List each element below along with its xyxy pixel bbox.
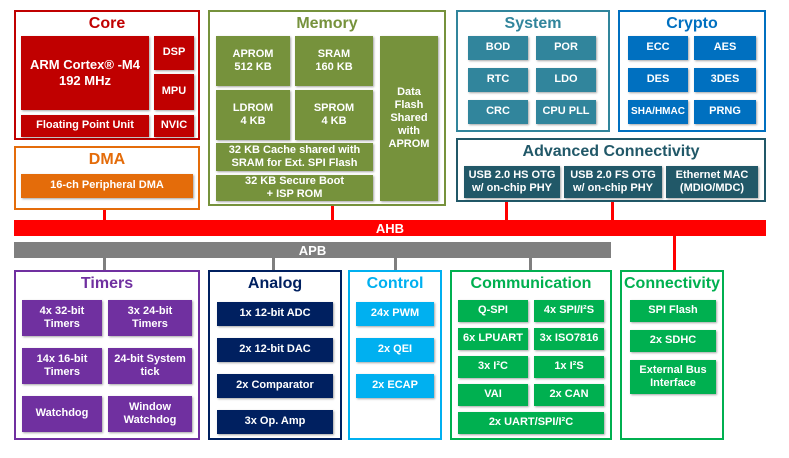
ecc-block: ECC xyxy=(628,36,688,60)
core-title: Core xyxy=(88,15,126,32)
sha-hmac-block: SHA/HMAC xyxy=(628,100,688,124)
system-panel: System BOD POR RTC LDO CRC CPU PLL xyxy=(456,10,610,132)
iso7816-block: 3x ISO7816 xyxy=(534,328,604,350)
communication-panel: Communication Q-SPI 4x SPI/I²S 6x LPUART… xyxy=(450,270,612,440)
apb-bus: APB xyxy=(14,242,611,258)
data-flash-block: Data Flash Shared with APROM xyxy=(380,36,438,201)
sram-block: SRAM 160 KB xyxy=(295,36,373,86)
prng-block: PRNG xyxy=(694,100,756,124)
opamp-block: 3x Op. Amp xyxy=(217,410,333,434)
dma-title: DMA xyxy=(88,151,126,168)
advanced-connectivity-title: Advanced Connectivity xyxy=(522,143,700,160)
i2s-block: 1x I²S xyxy=(534,356,604,378)
analog-apb-link xyxy=(272,256,275,270)
dsp-block: DSP xyxy=(154,36,194,70)
memory-title: Memory xyxy=(296,15,358,32)
rtc-block: RTC xyxy=(468,68,528,92)
external-bus-block: External Bus Interface xyxy=(630,360,716,394)
timer-16bit-block: 14x 16-bit Timers xyxy=(22,348,102,384)
mpu-block: MPU xyxy=(154,74,194,110)
dac-block: 2x 12-bit DAC xyxy=(217,338,333,362)
uart-spi-i2c-block: 2x UART/SPI/I²C xyxy=(458,412,604,434)
can-block: 2x CAN xyxy=(534,384,604,406)
qspi-block: Q-SPI xyxy=(458,300,528,322)
cache-block: 32 KB Cache shared with SRAM for Ext. SP… xyxy=(216,143,373,171)
connectivity-ahb-link xyxy=(673,234,676,270)
nvic-block: NVIC xyxy=(154,115,194,137)
control-panel: Control 24x PWM 2x QEI 2x ECAP xyxy=(348,270,442,440)
pwm-block: 24x PWM xyxy=(356,302,434,326)
ecap-block: 2x ECAP xyxy=(356,374,434,398)
timers-panel: Timers 4x 32-bit Timers 3x 24-bit Timers… xyxy=(14,270,200,440)
memory-panel: Memory APROM 512 KB SRAM 160 KB LDROM 4 … xyxy=(208,10,446,206)
analog-title: Analog xyxy=(247,275,303,292)
core-panel: Core ARM Cortex® -M4 192 MHz DSP MPU Flo… xyxy=(14,10,200,140)
ahb-bus: AHB xyxy=(14,220,766,236)
cpu-block: ARM Cortex® -M4 192 MHz xyxy=(21,36,149,110)
timers-apb-link xyxy=(103,256,106,270)
core-ahb-link xyxy=(103,210,106,222)
communication-apb-link xyxy=(529,256,532,270)
window-watchdog-block: Window Watchdog xyxy=(108,396,192,432)
cpu-pll-block: CPU PLL xyxy=(536,100,596,124)
usb-hs-otg-block: USB 2.0 HS OTG w/ on-chip PHY xyxy=(464,166,560,198)
secure-boot-block: 32 KB Secure Boot + ISP ROM xyxy=(216,175,373,201)
apb-label: APB xyxy=(298,242,327,258)
analog-panel: Analog 1x 12-bit ADC 2x 12-bit DAC 2x Co… xyxy=(208,270,342,440)
control-apb-link xyxy=(394,256,397,270)
spi-flash-block: SPI Flash xyxy=(630,300,716,322)
crypto-panel: Crypto ECC AES DES 3DES SHA/HMAC PRNG xyxy=(618,10,766,132)
system-title: System xyxy=(504,15,562,32)
advanced-connectivity-panel: Advanced Connectivity USB 2.0 HS OTG w/ … xyxy=(456,138,766,202)
aes-block: AES xyxy=(694,36,756,60)
lpuart-block: 6x LPUART xyxy=(458,328,528,350)
i2c-block: 3x I²C xyxy=(458,356,528,378)
dma-panel: DMA 16-ch Peripheral DMA xyxy=(14,146,200,210)
fpu-block: Floating Point Unit xyxy=(21,115,149,137)
ldo-block: LDO xyxy=(536,68,596,92)
watchdog-block: Watchdog xyxy=(22,396,102,432)
sprom-block: SPROM 4 KB xyxy=(295,90,373,140)
des-block: DES xyxy=(628,68,688,92)
comparator-block: 2x Comparator xyxy=(217,374,333,398)
connectivity-title: Connectivity xyxy=(623,275,720,292)
3des-block: 3DES xyxy=(694,68,756,92)
qei-block: 2x QEI xyxy=(356,338,434,362)
bod-block: BOD xyxy=(468,36,528,60)
crypto-title: Crypto xyxy=(666,15,718,32)
ldrom-block: LDROM 4 KB xyxy=(216,90,290,140)
vai-block: VAI xyxy=(458,384,528,406)
communication-title: Communication xyxy=(470,275,592,292)
adc-block: 1x 12-bit ADC xyxy=(217,302,333,326)
systick-block: 24-bit System tick xyxy=(108,348,192,384)
crc-block: CRC xyxy=(468,100,528,124)
aprom-block: APROM 512 KB xyxy=(216,36,290,86)
timer-24bit-block: 3x 24-bit Timers xyxy=(108,300,192,336)
ahb-label: AHB xyxy=(375,220,405,236)
dma-block: 16-ch Peripheral DMA xyxy=(21,174,193,198)
adv-ahb-link-1 xyxy=(505,202,508,222)
connectivity-panel: Connectivity SPI Flash 2x SDHC External … xyxy=(620,270,724,440)
sdhc-block: 2x SDHC xyxy=(630,330,716,352)
spi-i2s-block: 4x SPI/I²S xyxy=(534,300,604,322)
ethernet-mac-block: Ethernet MAC (MDIO/MDC) xyxy=(666,166,758,198)
memory-ahb-link xyxy=(331,206,334,222)
adv-ahb-link-2 xyxy=(611,202,614,222)
timer-32bit-block: 4x 32-bit Timers xyxy=(22,300,102,336)
timers-title: Timers xyxy=(80,275,134,292)
por-block: POR xyxy=(536,36,596,60)
control-title: Control xyxy=(366,275,424,292)
usb-fs-otg-block: USB 2.0 FS OTG w/ on-chip PHY xyxy=(564,166,662,198)
